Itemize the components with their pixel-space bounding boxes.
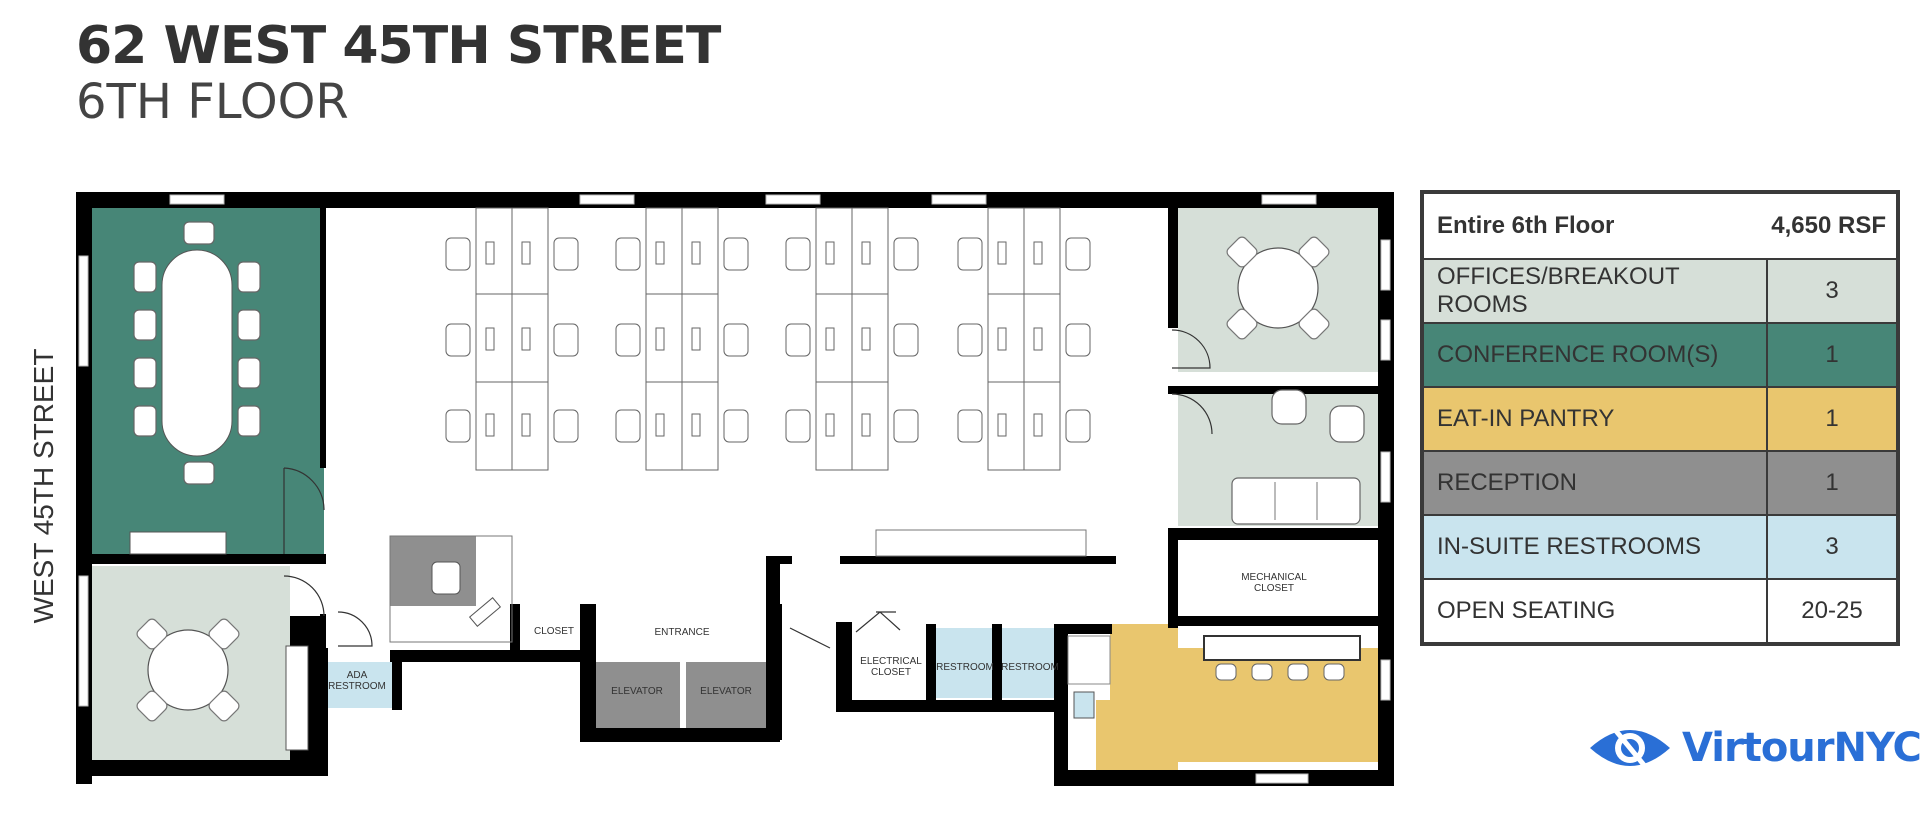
legend-table: Entire 6th Floor 4,650 RSF OFFICES/BREAK… bbox=[1420, 190, 1900, 646]
legend-row-value: 1 bbox=[1766, 388, 1896, 450]
desk-chair bbox=[785, 237, 811, 271]
legend-header-value: 4,650 RSF bbox=[1771, 212, 1886, 239]
legend-row: CONFERENCE ROOM(S)1 bbox=[1424, 322, 1896, 386]
legend-row-label: OPEN SEATING bbox=[1424, 580, 1766, 642]
legend-row-label: CONFERENCE ROOM(S) bbox=[1424, 324, 1766, 386]
desk-chair bbox=[893, 323, 919, 357]
desk-chair bbox=[553, 237, 579, 271]
restroom-1-fill bbox=[936, 628, 992, 698]
legend-row-value: 3 bbox=[1766, 260, 1896, 322]
desk-chair bbox=[553, 323, 579, 357]
floor-plan: ENTRANCE CLOSET ELEVATOR ELEVATOR ELECTR… bbox=[76, 192, 1394, 786]
elevator-1-fill bbox=[594, 662, 680, 728]
monitor bbox=[521, 327, 531, 351]
legend-row-value: 3 bbox=[1766, 516, 1896, 578]
monitor bbox=[1033, 327, 1043, 351]
desk-chair bbox=[723, 409, 749, 443]
monitor bbox=[655, 327, 665, 351]
monitor bbox=[691, 241, 701, 265]
electrical-label-line2: CLOSET bbox=[871, 667, 911, 678]
monitor bbox=[825, 327, 835, 351]
monitor bbox=[825, 413, 835, 437]
desk-chair bbox=[893, 409, 919, 443]
legend-header-label: Entire 6th Floor bbox=[1437, 212, 1615, 239]
page-subtitle: 6TH FLOOR bbox=[76, 74, 349, 130]
closet-label: CLOSET bbox=[534, 626, 574, 637]
legend-header: Entire 6th Floor 4,650 RSF bbox=[1424, 194, 1896, 258]
desk-chair bbox=[553, 409, 579, 443]
monitor bbox=[1033, 413, 1043, 437]
monitor bbox=[485, 327, 495, 351]
elevator-2-fill bbox=[686, 662, 766, 728]
monitor bbox=[861, 241, 871, 265]
monitor bbox=[861, 413, 871, 437]
ada-label-line2: RESTROOM bbox=[328, 681, 386, 692]
entrance-label: ENTRANCE bbox=[654, 627, 709, 638]
desk-chair bbox=[615, 323, 641, 357]
elevator-2-label: ELEVATOR bbox=[700, 686, 752, 697]
legend-row-label: OFFICES/BREAKOUT ROOMS bbox=[1424, 260, 1766, 322]
desk-chair bbox=[445, 323, 471, 357]
monitor bbox=[521, 413, 531, 437]
desk-chair bbox=[723, 323, 749, 357]
monitor bbox=[655, 413, 665, 437]
monitor bbox=[825, 241, 835, 265]
page-title: 62 WEST 45TH STREET bbox=[76, 16, 721, 76]
restroom-1-label: RESTROOM bbox=[936, 662, 994, 673]
mechanical-label-line2: CLOSET bbox=[1254, 583, 1294, 594]
restroom-2-fill bbox=[1002, 628, 1058, 698]
legend-row-label: RECEPTION bbox=[1424, 452, 1766, 514]
monitor bbox=[485, 241, 495, 265]
eye-logo-icon bbox=[1590, 724, 1670, 772]
mechanical-label-line1: MECHANICAL bbox=[1241, 572, 1307, 583]
desk-chair bbox=[445, 237, 471, 271]
legend-row-label: EAT-IN PANTRY bbox=[1424, 388, 1766, 450]
monitor bbox=[997, 413, 1007, 437]
restroom-2-label: RESTROOM bbox=[1001, 662, 1059, 673]
desk-chair bbox=[785, 323, 811, 357]
monitor bbox=[1033, 241, 1043, 265]
desk-chair bbox=[1065, 323, 1091, 357]
desk-chair bbox=[615, 409, 641, 443]
desk-chair bbox=[957, 409, 983, 443]
electrical-label-line1: ELECTRICAL bbox=[860, 656, 922, 667]
ada-label-line1: ADA bbox=[347, 670, 368, 681]
ada-restroom-fill bbox=[326, 662, 392, 708]
desk-chair bbox=[1065, 409, 1091, 443]
monitor bbox=[997, 327, 1007, 351]
monitor bbox=[691, 327, 701, 351]
brand-logo: VirtourNYC bbox=[1588, 720, 1920, 776]
monitor bbox=[485, 413, 495, 437]
desk-chair bbox=[445, 409, 471, 443]
monitor bbox=[997, 241, 1007, 265]
monitor bbox=[861, 327, 871, 351]
monitor bbox=[655, 241, 665, 265]
monitor bbox=[521, 241, 531, 265]
elevator-1-label: ELEVATOR bbox=[611, 686, 663, 697]
desk-chair bbox=[615, 237, 641, 271]
legend-row-value: 1 bbox=[1766, 324, 1896, 386]
desk-chair bbox=[893, 237, 919, 271]
legend-row-label: IN-SUITE RESTROOMS bbox=[1424, 516, 1766, 578]
desk-chair bbox=[1065, 237, 1091, 271]
monitor bbox=[691, 413, 701, 437]
desk-chair bbox=[723, 237, 749, 271]
legend-row-value: 20-25 bbox=[1766, 580, 1896, 642]
brand-name: VirtourNYC bbox=[1682, 725, 1920, 771]
desk-chair bbox=[957, 237, 983, 271]
legend-row-value: 1 bbox=[1766, 452, 1896, 514]
desk-chair bbox=[785, 409, 811, 443]
desk-chair bbox=[957, 323, 983, 357]
